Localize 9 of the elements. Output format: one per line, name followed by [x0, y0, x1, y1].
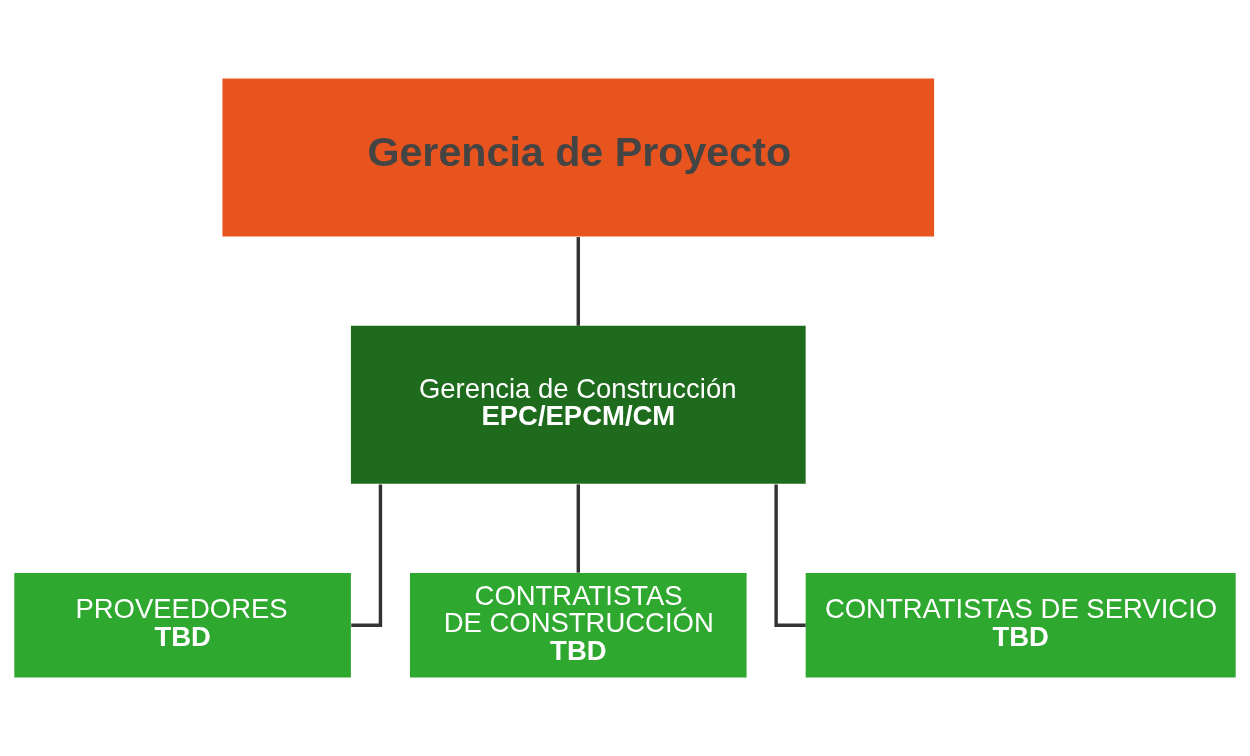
connector	[576, 237, 580, 326]
node-box: CONTRATISTAS DE CONSTRUCCIÓN TBD	[410, 573, 747, 678]
connector	[576, 484, 580, 573]
node-box: Gerencia de Construcción EPC/EPCM/CM	[350, 325, 806, 484]
node-box: PROVEEDORES TBD	[14, 573, 351, 678]
connector	[351, 484, 383, 627]
connector	[774, 484, 806, 627]
node-box: Gerencia de Proyecto	[222, 78, 935, 237]
node-box: CONTRATISTAS DE SERVICIO TBD	[805, 573, 1236, 678]
